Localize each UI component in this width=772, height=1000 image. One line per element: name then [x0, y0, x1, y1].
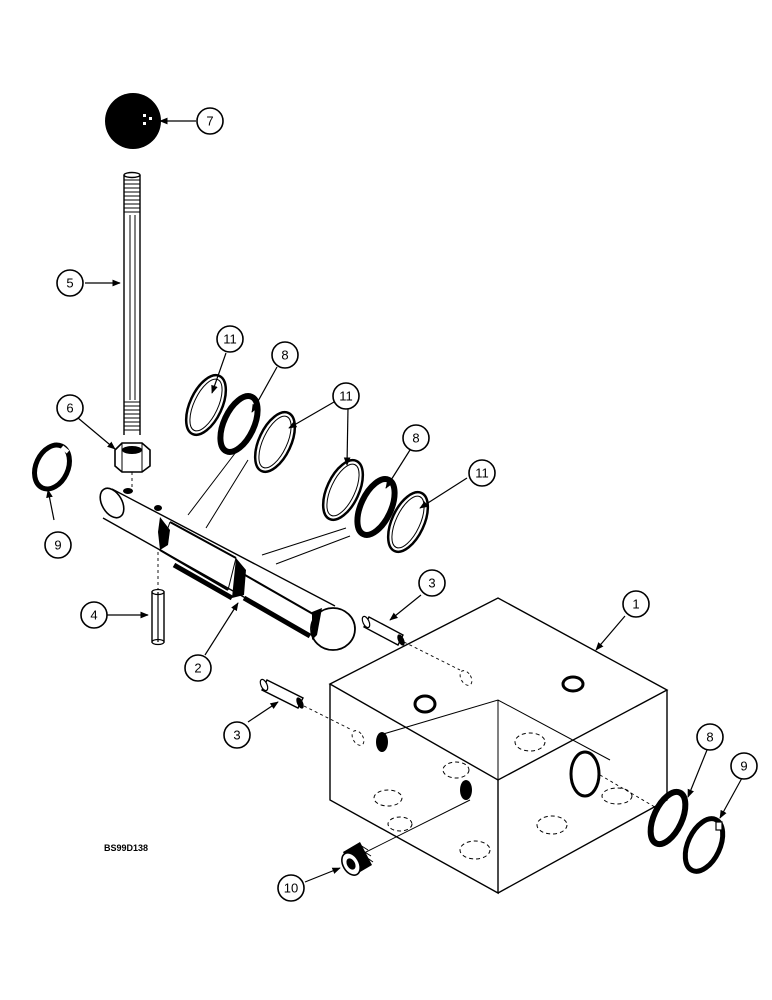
dowel-pin-part [361, 615, 405, 646]
plug-part [341, 842, 374, 876]
threaded-rod-part [123, 171, 141, 435]
o-ring-part [321, 458, 365, 522]
callout-4: 4 [80, 601, 108, 629]
callout-9: 9 [730, 752, 758, 780]
callout-2: 2 [184, 654, 212, 682]
svg-text:11: 11 [475, 466, 489, 481]
svg-text:4: 4 [90, 608, 97, 623]
svg-text:9: 9 [54, 538, 61, 553]
seal-ring-part [647, 788, 689, 848]
callout-11: 11 [216, 325, 244, 353]
callout-11: 11 [332, 382, 360, 410]
svg-text:3: 3 [233, 728, 240, 743]
callout-9: 9 [44, 531, 72, 559]
svg-text:11: 11 [223, 332, 237, 347]
valve-body-part [328, 597, 669, 895]
callout-8: 8 [271, 341, 299, 369]
callout-6: 6 [56, 394, 84, 422]
o-ring-part [386, 490, 430, 554]
svg-text:6: 6 [66, 401, 73, 416]
svg-text:2: 2 [194, 661, 201, 676]
snap-ring-part [32, 442, 72, 492]
svg-text:8: 8 [706, 730, 713, 745]
seal-ring-part [217, 393, 261, 455]
callout-7: 7 [196, 107, 224, 135]
drawing-reference: BS99D138 [104, 843, 148, 853]
svg-text:5: 5 [66, 276, 73, 291]
svg-text:8: 8 [412, 431, 419, 446]
svg-text:8: 8 [281, 348, 288, 363]
svg-text:11: 11 [339, 389, 353, 404]
svg-text:9: 9 [740, 759, 747, 774]
knob-part [105, 93, 161, 149]
seal-ring-part [354, 476, 398, 538]
o-ring-part [253, 410, 297, 474]
spool-part [99, 487, 356, 652]
callout-8: 8 [402, 424, 430, 452]
leader-arrows [46, 117, 743, 883]
callout-10: 10 [277, 874, 305, 902]
snap-ring-part [682, 816, 726, 874]
callout-3: 3 [223, 721, 251, 749]
svg-text:7: 7 [206, 114, 213, 129]
callout-11: 11 [468, 459, 496, 487]
callout-1: 1 [622, 590, 650, 618]
svg-text:3: 3 [428, 576, 435, 591]
dowel-pin-part [259, 678, 304, 709]
callout-5: 5 [56, 269, 84, 297]
nut-part [114, 442, 151, 473]
o-ring-part [184, 373, 228, 437]
roll-pin-part [151, 588, 165, 646]
callout-8: 8 [696, 723, 724, 751]
callout-3: 3 [418, 569, 446, 597]
svg-text:1: 1 [632, 597, 639, 612]
svg-text:10: 10 [284, 881, 298, 896]
